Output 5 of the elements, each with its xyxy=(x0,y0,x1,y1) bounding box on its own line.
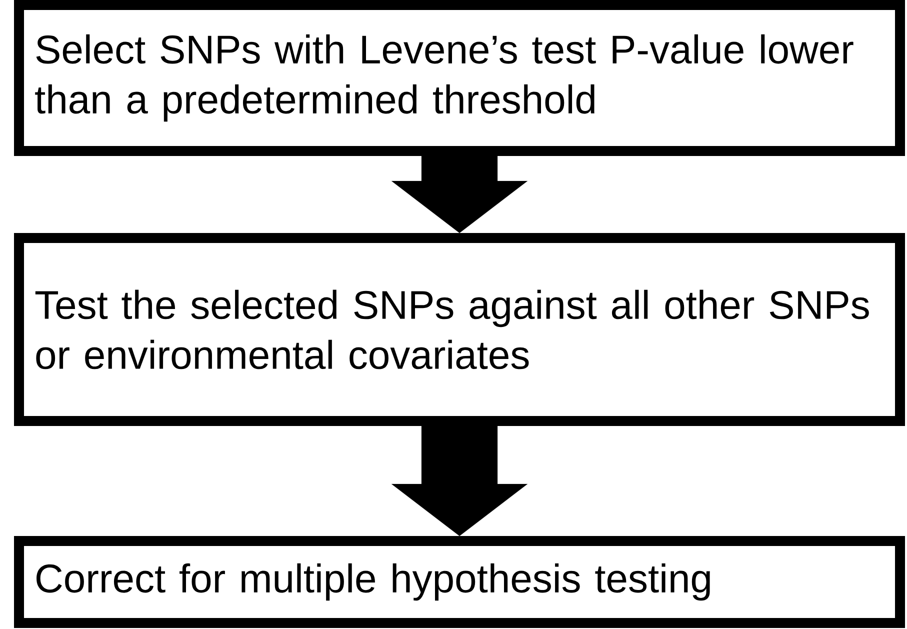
arrow xyxy=(391,426,528,536)
process-box: Test the selected SNPs against all other SNPs or environmental covariates xyxy=(14,233,905,426)
arrow xyxy=(391,156,528,234)
process-box: Select SNPs with Levene’s test P-value lower than a predetermined threshold xyxy=(14,0,905,156)
process-box: Correct for multiple hypothesis testing xyxy=(14,536,905,628)
